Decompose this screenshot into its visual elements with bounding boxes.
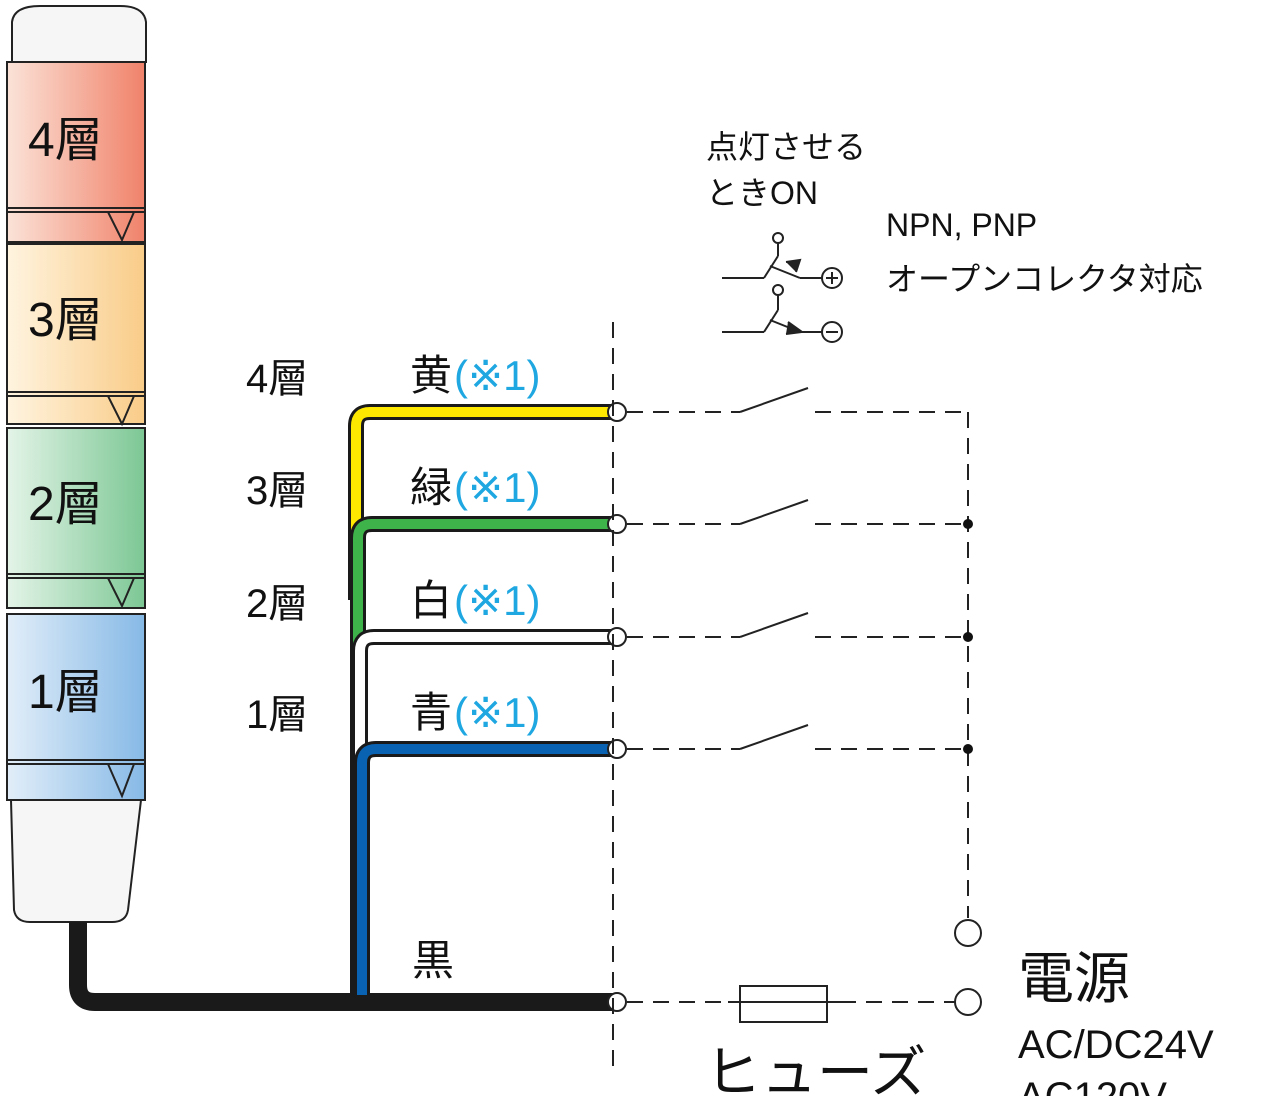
tier-joints [7,207,145,799]
switch-circuits [627,387,973,918]
legend-line-2: ときON [706,175,818,211]
legend-line-1: 点灯させる [706,129,866,165]
layer-1-label: 1層 [246,693,308,737]
legend-type: NPN, PNP [886,207,1037,243]
pnp-transistor-icon [722,284,843,343]
tier-1-label: 1層 [28,666,103,719]
note-green: (※1) [454,464,541,511]
wire-blue [354,741,615,995]
note-white: (※1) [454,577,541,624]
fuse-symbol [739,985,828,1023]
tier-2-label: 2層 [28,478,103,531]
note-blue: (※1) [454,689,541,736]
wire-label-black: 黒 [412,937,454,984]
fuse-circuit [627,985,955,1023]
layer-2-label: 2層 [246,582,308,626]
tower-cap [11,5,147,63]
layer-4-label: 4層 [246,357,308,401]
tier-4-label: 4層 [28,114,103,167]
power-terminals [954,919,982,1016]
note-yellow: (※1) [454,352,541,399]
wire-label-green: 緑 [410,464,452,511]
legend-type-desc: オープンコレクタ対応 [886,261,1203,297]
fuse-label: ヒューズ [705,1041,926,1096]
tier-1-body [6,613,146,801]
power-spec-1: AC/DC24V [1018,1023,1214,1067]
power-spec-2: AC120V [1018,1075,1167,1096]
wire-label-yellow: 黄 [410,352,452,399]
npn-transistor-icon [722,232,843,289]
layer-3-label: 3層 [246,469,308,513]
tier-3-label: 3層 [28,294,103,347]
cable [69,922,615,1011]
wire-label-white: 白 [410,577,452,624]
tower-base [9,799,143,923]
wires [348,404,615,995]
signal-tower: 4層 3層 2層 1層 [6,5,147,923]
power-title: 電源 [1018,947,1130,1010]
wire-label-blue: 青 [410,689,452,736]
terminals [607,402,627,1012]
tier-3-body [6,243,146,425]
